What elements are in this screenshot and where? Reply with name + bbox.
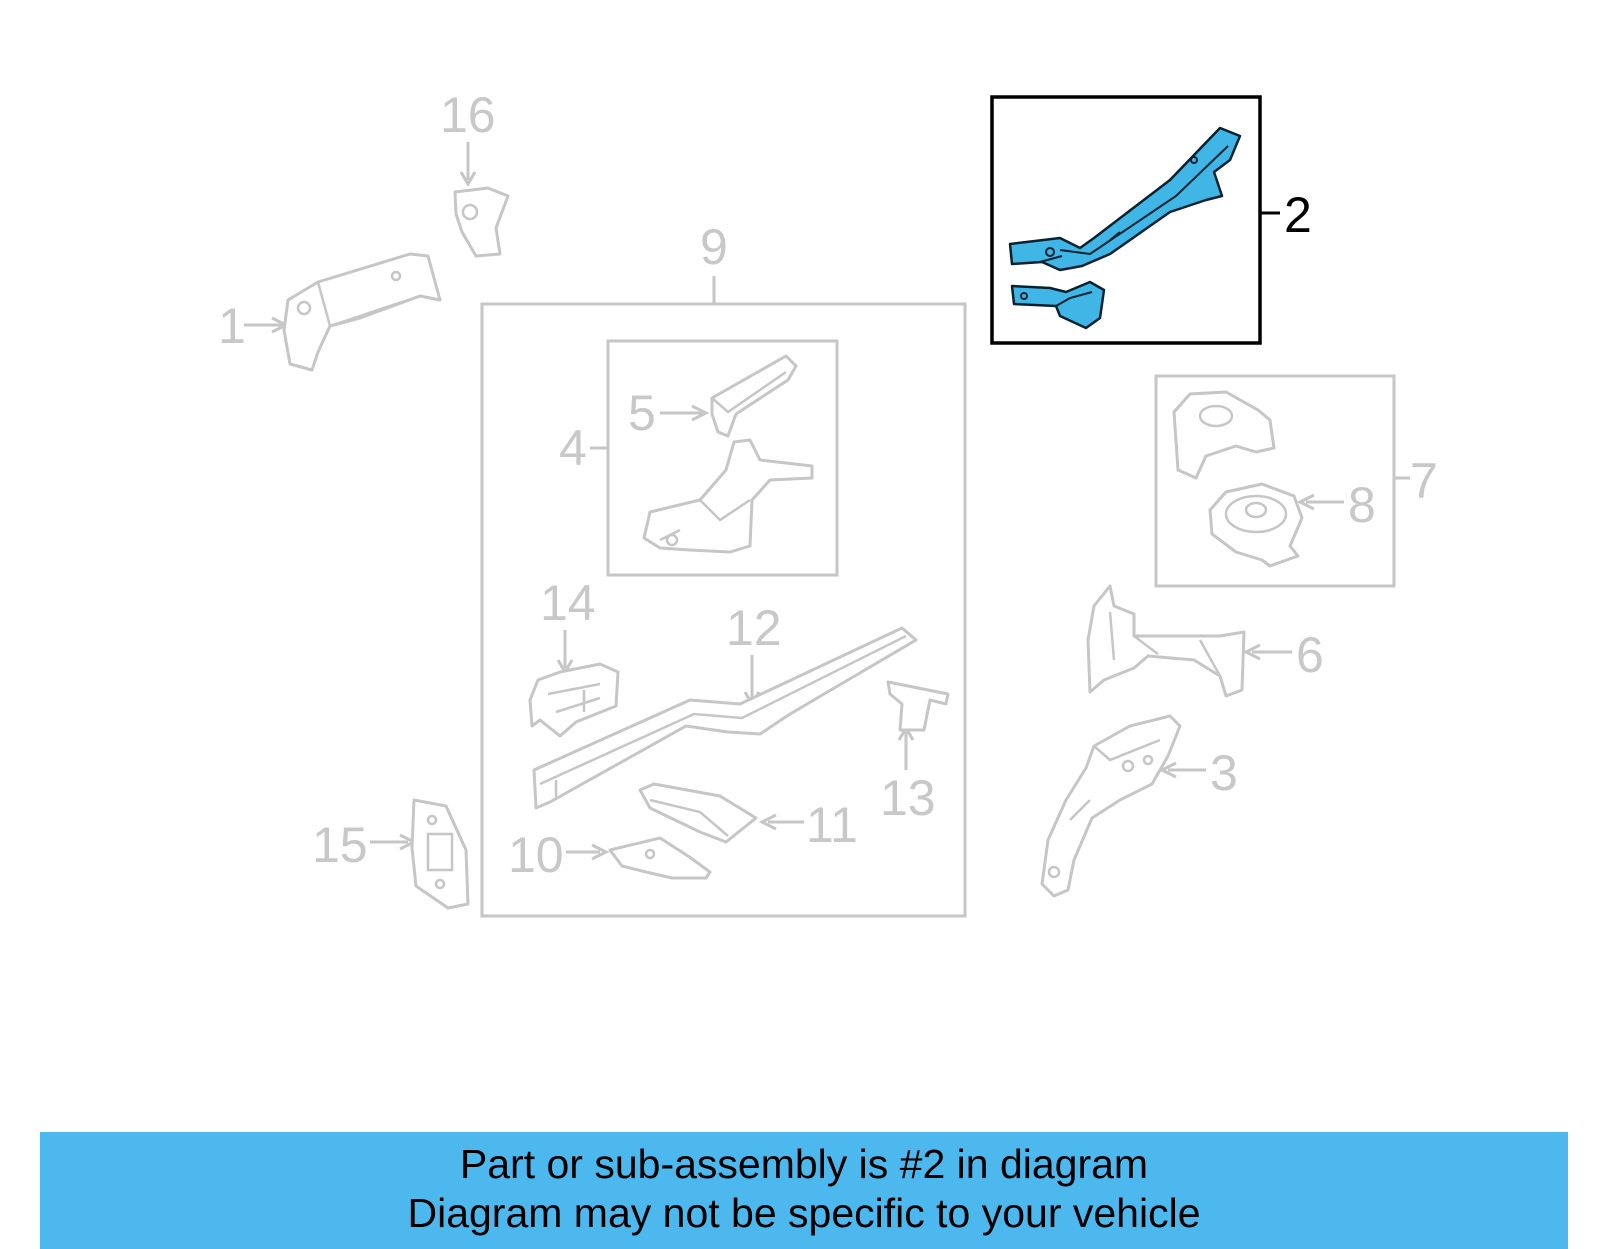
group-2-frame (990, 95, 1262, 345)
group-9[interactable]: 9 (480, 219, 967, 918)
banner-line-2: Diagram may not be specific to your vehi… (407, 1190, 1201, 1236)
arrowhead-6 (1242, 643, 1261, 661)
callout-8: 8 (1348, 477, 1376, 533)
part-10-hole (644, 848, 656, 860)
part-1[interactable]: 1 (218, 252, 442, 372)
callout-6: 6 (1296, 627, 1324, 683)
group-2[interactable]: 2 (990, 95, 1312, 345)
callout-2: 2 (1284, 187, 1312, 243)
callout-5: 5 (628, 385, 656, 441)
callout-14: 14 (540, 575, 596, 631)
arrowhead-11 (758, 813, 777, 831)
part-10[interactable]: 10 (508, 827, 712, 883)
part-1-hole (296, 300, 312, 316)
part-1-shape (282, 252, 442, 372)
callout-9: 9 (700, 219, 728, 275)
arrowhead-3 (1158, 761, 1177, 779)
part-3-hole-2 (1142, 754, 1154, 766)
part-8-shape (1208, 482, 1304, 568)
part-16-hole (461, 203, 479, 221)
part-14[interactable]: 14 (528, 575, 620, 738)
callout-1: 1 (218, 298, 246, 354)
info-banner: Part or sub-assembly is #2 in diagram Di… (40, 1132, 1568, 1249)
part-15[interactable]: 15 (312, 798, 470, 910)
part-6-shape (1086, 584, 1246, 698)
group-4-frame (606, 339, 839, 577)
part-12-shape (532, 626, 918, 810)
part-3-edges (1069, 738, 1161, 821)
part-8-ring (1224, 494, 1288, 534)
callout-13: 13 (880, 770, 936, 826)
part-1-edges (316, 281, 421, 328)
part-12-edges (539, 634, 907, 800)
part-2-bracket-hole (1020, 292, 1028, 300)
part-14-shape (528, 662, 620, 738)
group-7[interactable]: 7 (1154, 374, 1438, 588)
callout-4: 4 (559, 420, 587, 476)
part-5-edges (711, 370, 787, 414)
callout-11: 11 (806, 797, 858, 853)
part-4-hole (665, 533, 679, 547)
callout-7: 7 (1410, 453, 1438, 509)
part-10-shape (608, 836, 712, 880)
part-13[interactable]: 13 (880, 680, 950, 826)
part-2-hole-2 (1190, 156, 1198, 164)
part-2-rail-edges (1039, 145, 1229, 263)
part-16[interactable]: 16 (440, 87, 510, 258)
group-9-frame (480, 302, 967, 918)
part-15-hole (426, 814, 438, 826)
part-8-center (1244, 501, 1268, 519)
group-4[interactable]: 4 (559, 339, 839, 577)
part-1-hole-2 (390, 270, 402, 282)
callout-12: 12 (726, 600, 782, 656)
callout-3: 3 (1210, 745, 1238, 801)
part-11-edges (649, 798, 729, 837)
part-3-shape (1040, 714, 1182, 898)
callout-15: 15 (312, 817, 368, 873)
part-2-hole (1045, 247, 1055, 257)
part-2-rail (1008, 126, 1242, 272)
part-15-shape (410, 798, 470, 910)
part-4-shape (642, 438, 814, 554)
arrowhead-5 (691, 404, 710, 422)
arrowhead-16 (459, 171, 477, 187)
banner-line-1: Part or sub-assembly is #2 in diagram (459, 1141, 1149, 1187)
part-6[interactable]: 6 (1086, 584, 1324, 698)
part-8[interactable]: 8 (1208, 477, 1376, 568)
part-15-hole-2 (434, 878, 446, 890)
callout-10: 10 (508, 827, 564, 883)
part-3[interactable]: 3 (1040, 714, 1238, 898)
part-7-hole (1198, 404, 1234, 428)
part-12[interactable]: 12 (532, 600, 918, 810)
part-3-hole (1121, 759, 1135, 773)
part-3-hole-3 (1047, 865, 1061, 879)
part-6-edges (1108, 611, 1222, 677)
arrowhead-10 (591, 843, 610, 861)
callout-16: 16 (440, 87, 496, 143)
part-16-shape (453, 186, 510, 258)
part-15-window (426, 832, 454, 872)
group-7-frame (1154, 374, 1396, 588)
part-11[interactable]: 11 (638, 782, 858, 853)
part-13-shape (886, 680, 950, 732)
part-7-shape (1172, 390, 1276, 480)
part-5-shape (710, 354, 798, 438)
part-2-bracket-edges (1055, 291, 1093, 307)
part-14-edges (547, 682, 601, 714)
part-11-shape (638, 782, 758, 844)
arrowhead-8 (1296, 493, 1315, 511)
part-5[interactable]: 5 (628, 354, 798, 441)
